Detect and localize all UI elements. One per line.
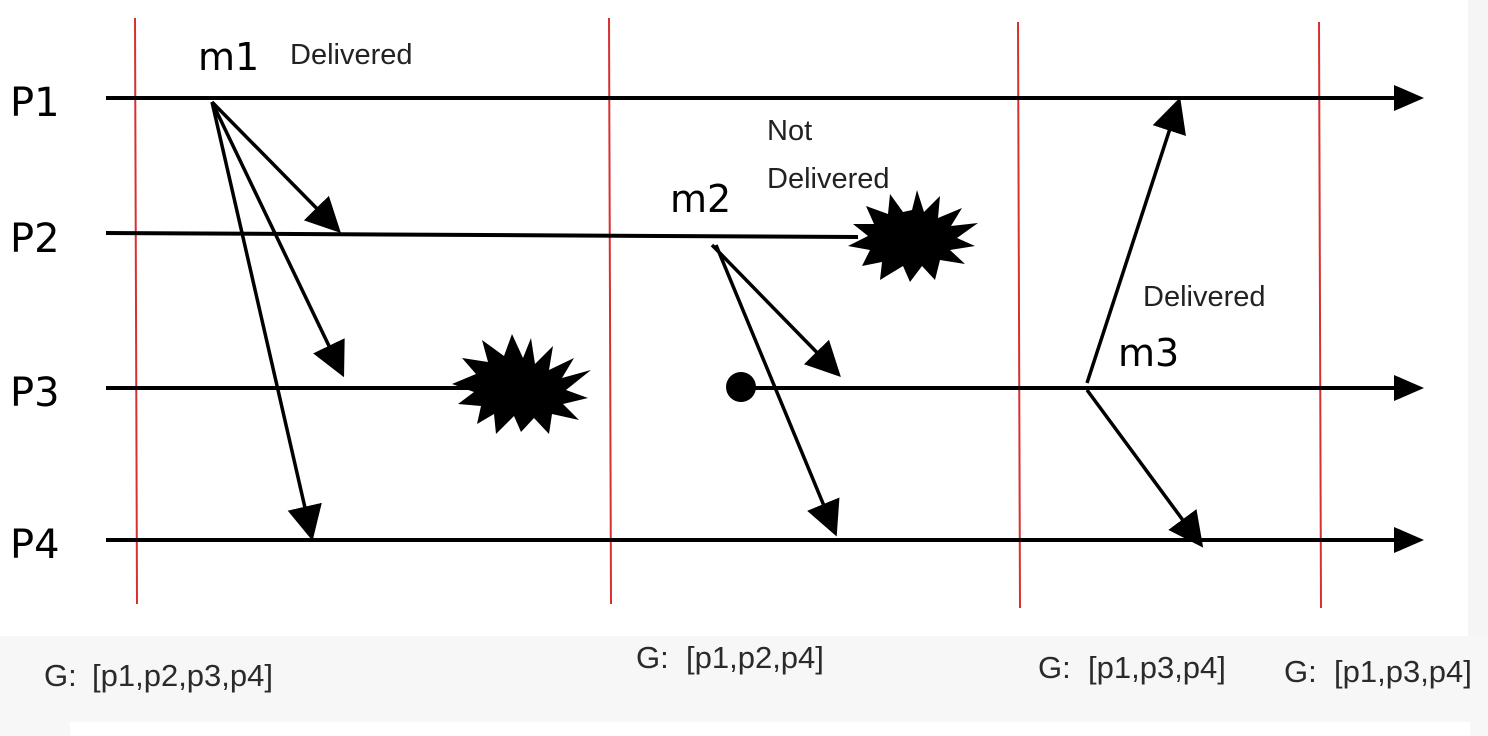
group-view-1-members: [p1,p2,p3,p4]: [92, 658, 273, 693]
diagram-canvas: [0, 0, 1468, 636]
message-m2-arrows: [710, 243, 841, 537]
group-view-3-members: [p1,p3,p4]: [1088, 650, 1226, 685]
message-m1-arrows: [210, 100, 345, 541]
group-view-4-members: [p1,p3,p4]: [1334, 654, 1472, 689]
process-label-p3: P3: [10, 370, 60, 416]
group-view-labels: G: [p1,p2,p3,p4] G: [p1,p2,p4] G: [p1,p3…: [44, 640, 1472, 693]
m2-arrow-to-p4: [714, 244, 840, 537]
process-label-p1: P1: [10, 80, 60, 126]
group-view-3-prefix: G:: [1038, 650, 1071, 685]
m2-arrow-to-p3: [710, 243, 841, 378]
group-view-3: G: [p1,p3,p4]: [1038, 650, 1226, 685]
crash-icon-p3: [452, 334, 591, 434]
process-timelines: [105, 85, 1424, 553]
message-labels: m1 Delivered m2 Not Delivered m3 Deliver…: [198, 35, 1266, 375]
m1-status-label: Delivered: [290, 39, 413, 71]
group-view-1: G: [p1,p2,p3,p4]: [44, 658, 273, 693]
p3-rejoin-dot: [726, 372, 756, 402]
view-boundaries: [134, 17, 1322, 609]
process-arrowhead-p3: [1394, 375, 1424, 401]
canvas-right-margin: [1468, 0, 1488, 636]
group-view-4: G: [p1,p3,p4]: [1284, 654, 1472, 689]
process-label-p2: P2: [10, 216, 60, 262]
process-labels: P1 P2 P3 P4: [10, 80, 60, 568]
message-label-m3: m3: [1118, 331, 1179, 375]
view-boundary-3: [1017, 21, 1021, 609]
m1-arrow-to-p2: [210, 100, 341, 233]
m2-status-label-line1: Not: [767, 115, 812, 147]
message-label-m2: m2: [670, 177, 731, 221]
m1-arrow-to-p3: [210, 101, 345, 378]
group-view-2-members: [p1,p2,p4]: [686, 640, 824, 675]
view-boundary-1: [134, 17, 138, 605]
crash-icon-p2: [848, 190, 978, 282]
group-view-footer: [0, 636, 1488, 736]
m1-arrow-to-p4: [210, 101, 322, 541]
message-m3-arrows: [1085, 97, 1204, 548]
view-boundary-4: [1318, 21, 1322, 609]
process-label-p4: P4: [10, 522, 60, 568]
group-view-2: G: [p1,p2,p4]: [636, 640, 824, 675]
m2-status-label-line2: Delivered: [767, 163, 890, 195]
m3-status-label: Delivered: [1143, 281, 1266, 313]
m3-arrow-to-p1: [1085, 97, 1186, 384]
message-label-m1: m1: [198, 35, 259, 79]
view-boundary-2: [608, 17, 612, 605]
process-arrowhead-p1: [1394, 85, 1424, 111]
group-view-4-prefix: G:: [1284, 654, 1317, 689]
footer-bottom-strip: [70, 722, 1470, 736]
group-view-2-prefix: G:: [636, 640, 669, 675]
process-arrowhead-p4: [1394, 527, 1424, 553]
group-view-1-prefix: G:: [44, 658, 77, 693]
m3-arrow-to-p4: [1085, 388, 1204, 548]
process-line-p2: [105, 231, 859, 239]
